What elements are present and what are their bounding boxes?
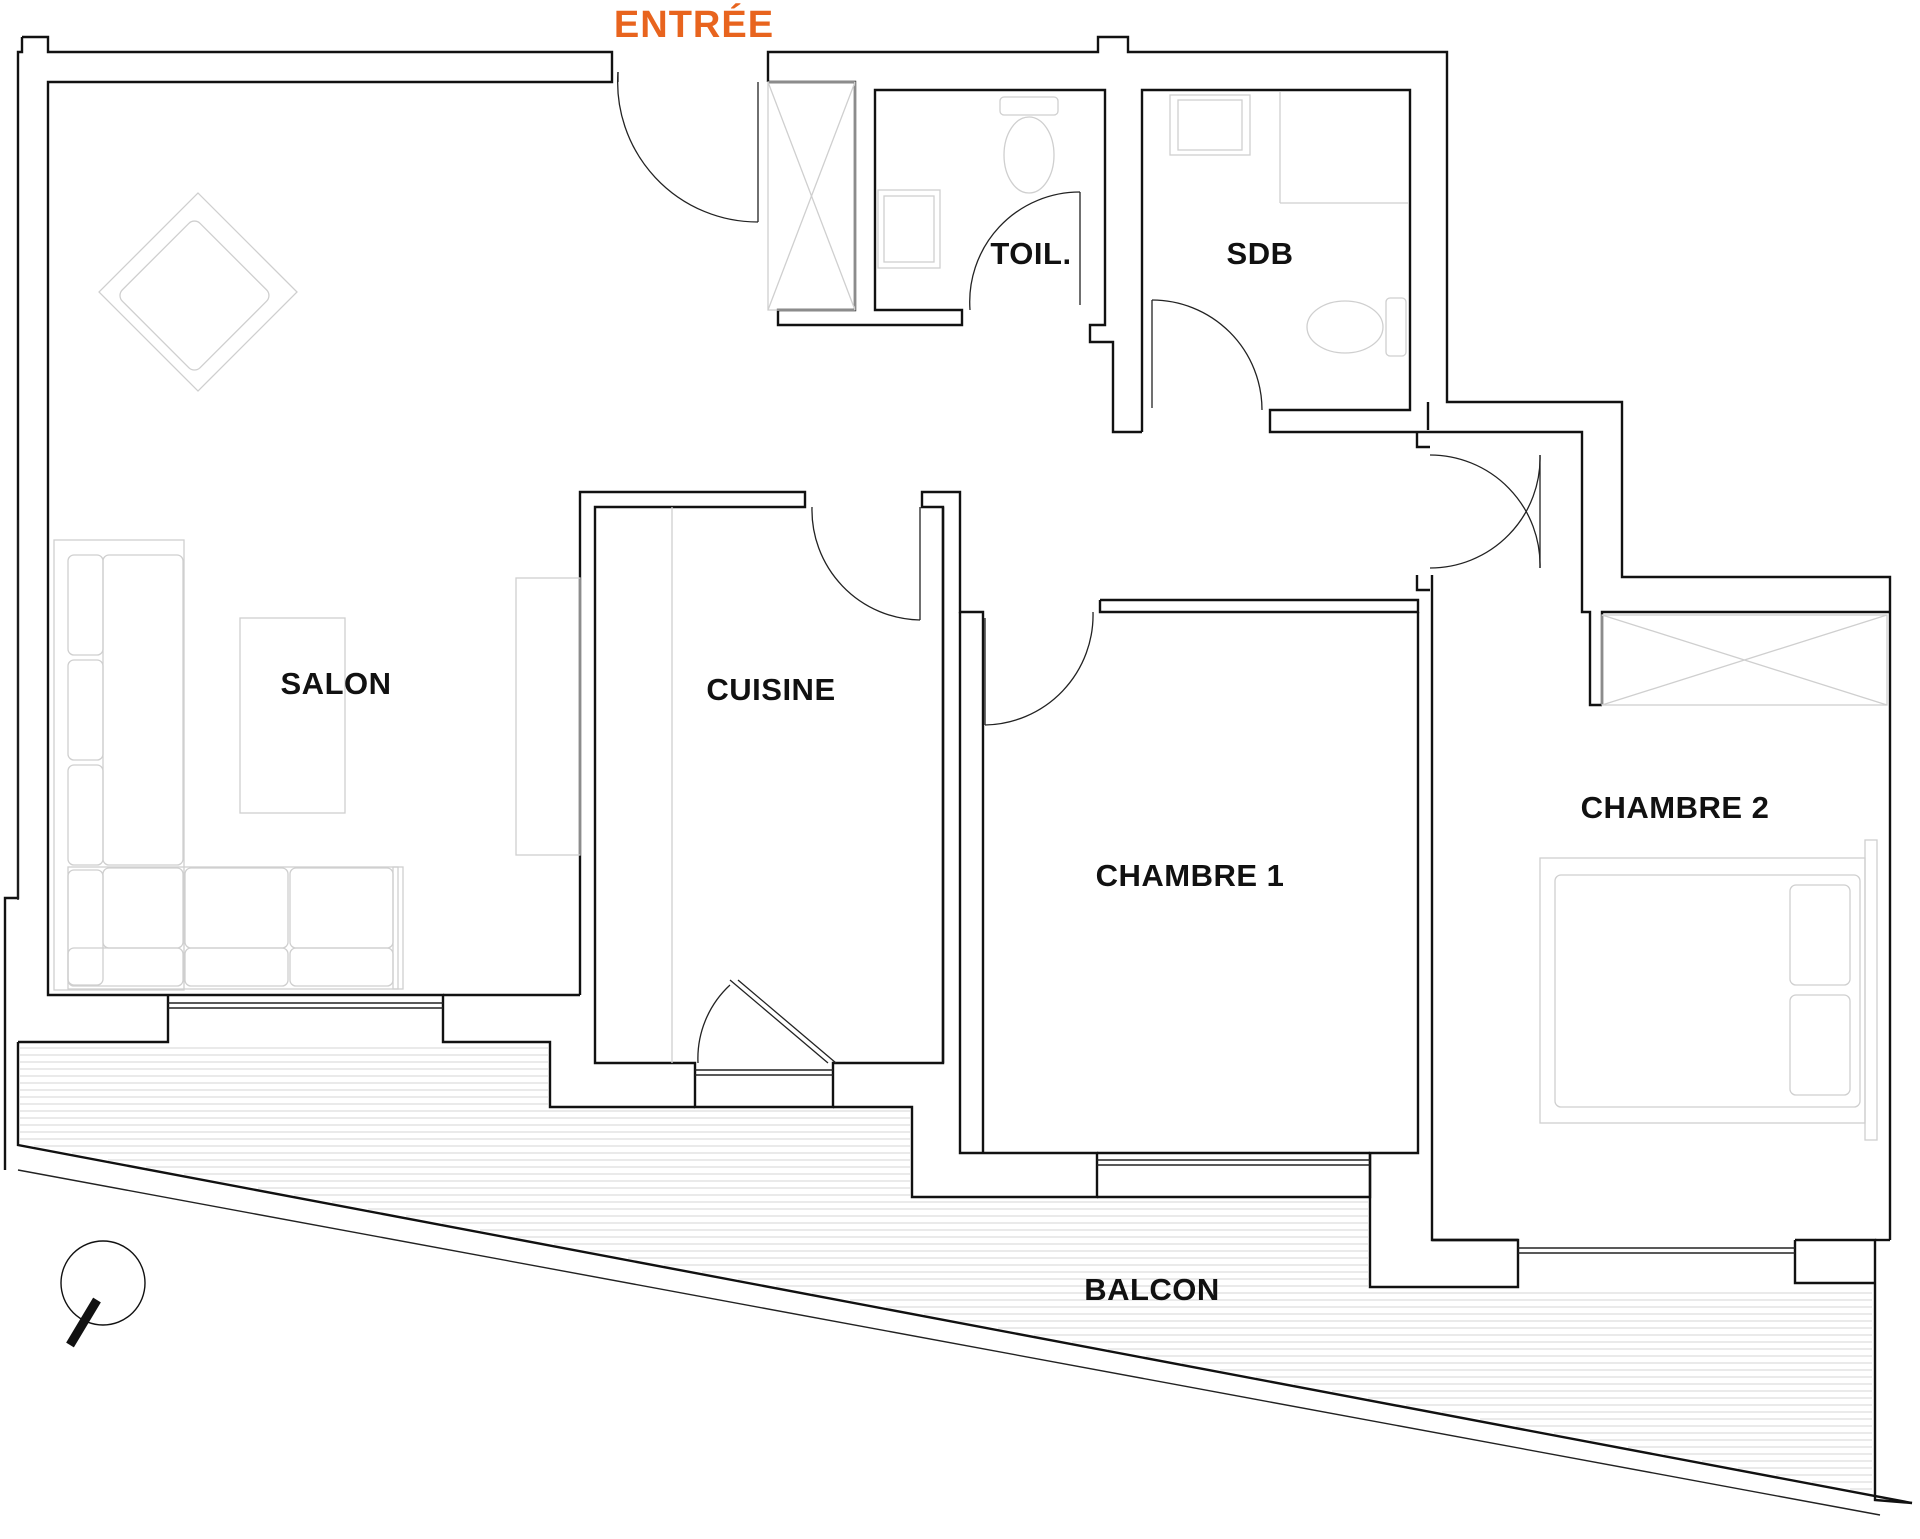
doors — [616, 71, 1541, 1064]
room-label-balcon: BALCON — [1084, 1272, 1220, 1307]
room-label-chambre-2: CHAMBRE 2 — [1581, 790, 1770, 825]
north-compass-icon — [60, 1240, 146, 1348]
balcony-deck — [20, 1047, 1872, 1490]
walls — [3, 35, 1892, 1289]
room-label-salon: SALON — [281, 666, 392, 701]
room-label-cuisine: CUISINE — [706, 672, 835, 707]
windows — [17, 520, 1795, 1254]
room-label-toilettes: TOIL. — [990, 236, 1071, 271]
room-label-chambre-1: CHAMBRE 1 — [1096, 858, 1285, 893]
balcony-outline — [16, 1042, 1913, 1516]
room-label-sdb: SDB — [1227, 236, 1294, 271]
furniture — [53, 81, 1888, 1141]
entry-label: ENTRÉE — [614, 2, 774, 46]
